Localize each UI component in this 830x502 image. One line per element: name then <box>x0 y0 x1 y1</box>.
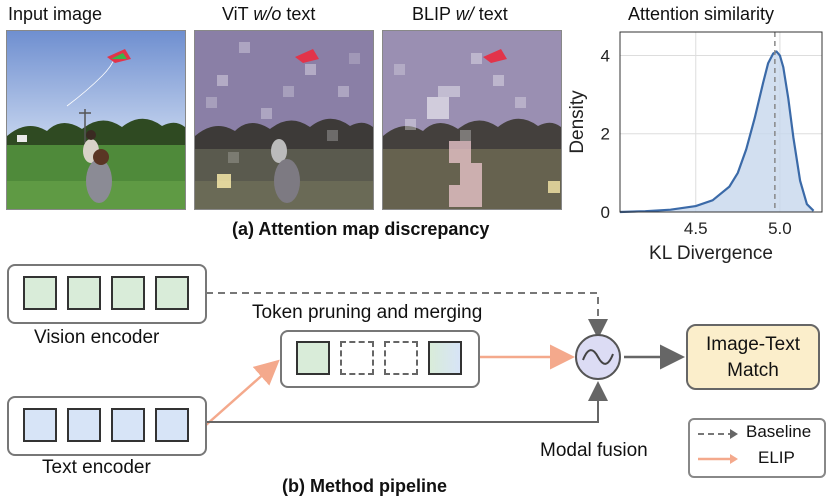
elip-arrow-text-to-prune <box>205 359 280 426</box>
y-axis-label: Density <box>567 90 588 154</box>
kite-scene <box>7 31 185 209</box>
pruning-label: Token pruning and merging <box>252 302 483 323</box>
legend-swatches <box>698 429 738 464</box>
x-tick-label-0: 4.5 <box>684 219 708 238</box>
blip-attention-map <box>382 30 562 210</box>
vit-attention-map <box>194 30 374 210</box>
input-image <box>6 30 186 210</box>
merged-token <box>428 341 462 375</box>
pruned-token-3 <box>384 341 418 375</box>
vision-token-4 <box>155 276 189 310</box>
vit-title-suffix: text <box>281 4 316 24</box>
arrow-text-to-fusion <box>206 381 608 423</box>
input-image-title: Input image <box>8 4 103 24</box>
text-token-4 <box>155 408 189 442</box>
x-axis-label: KL Divergence <box>649 243 773 264</box>
modal-fusion-label: Modal fusion <box>540 440 648 461</box>
text-token-3 <box>111 408 145 442</box>
caption-a: (a) Attention map discrepancy <box>232 219 490 239</box>
caption-b: (b) Method pipeline <box>282 476 447 496</box>
match-line-2: Match <box>727 360 779 381</box>
vision-token-2 <box>67 276 101 310</box>
vision-token-1 <box>23 276 57 310</box>
y-tick-label-1: 2 <box>601 125 610 144</box>
image-text-match-box: Image-Text Match <box>686 324 820 390</box>
vit-title-prefix: ViT <box>222 4 254 24</box>
vit-scene <box>195 31 373 209</box>
text-encoder-box <box>7 396 207 456</box>
vision-encoder-box <box>7 264 207 324</box>
legend-elip: ELIP <box>758 448 795 467</box>
vision-token-3 <box>111 276 145 310</box>
blip-title-prefix: BLIP <box>412 4 456 24</box>
blip-title-suffix: text <box>473 4 508 24</box>
vit-title-italic: w/o <box>253 4 282 24</box>
y-tick-label-2: 4 <box>601 46 610 65</box>
vision-encoder-label: Vision encoder <box>34 327 160 348</box>
fusion-wave-icon <box>582 349 614 365</box>
blip-scene <box>383 31 561 209</box>
baseline-arrow-vision <box>206 292 608 339</box>
density-area <box>620 51 814 212</box>
pruned-token-2 <box>340 341 374 375</box>
chart-ticks: 4.5 5.0 0 2 4 <box>601 46 792 238</box>
blip-title-italic: w/ <box>455 4 474 24</box>
density-line <box>619 50 815 214</box>
chart-frame <box>619 31 823 213</box>
x-tick-label-1: 5.0 <box>768 219 792 238</box>
text-token-2 <box>67 408 101 442</box>
blip-title: BLIP w/ text <box>412 4 508 25</box>
pruning-box <box>280 330 480 388</box>
legend: Baseline ELIP <box>688 418 826 478</box>
text-token-1 <box>23 408 57 442</box>
pruned-token-1 <box>296 341 330 375</box>
density-chart: 4.5 5.0 0 2 4 Density KL Divergence <box>567 31 823 264</box>
y-tick-label-0: 0 <box>601 203 610 222</box>
legend-baseline: Baseline <box>746 422 812 441</box>
match-line-1: Image-Text <box>706 334 800 355</box>
vit-title: ViT w/o text <box>222 4 315 25</box>
text-encoder-label: Text encoder <box>42 457 151 478</box>
similarity-title: Attention similarity <box>628 4 775 24</box>
